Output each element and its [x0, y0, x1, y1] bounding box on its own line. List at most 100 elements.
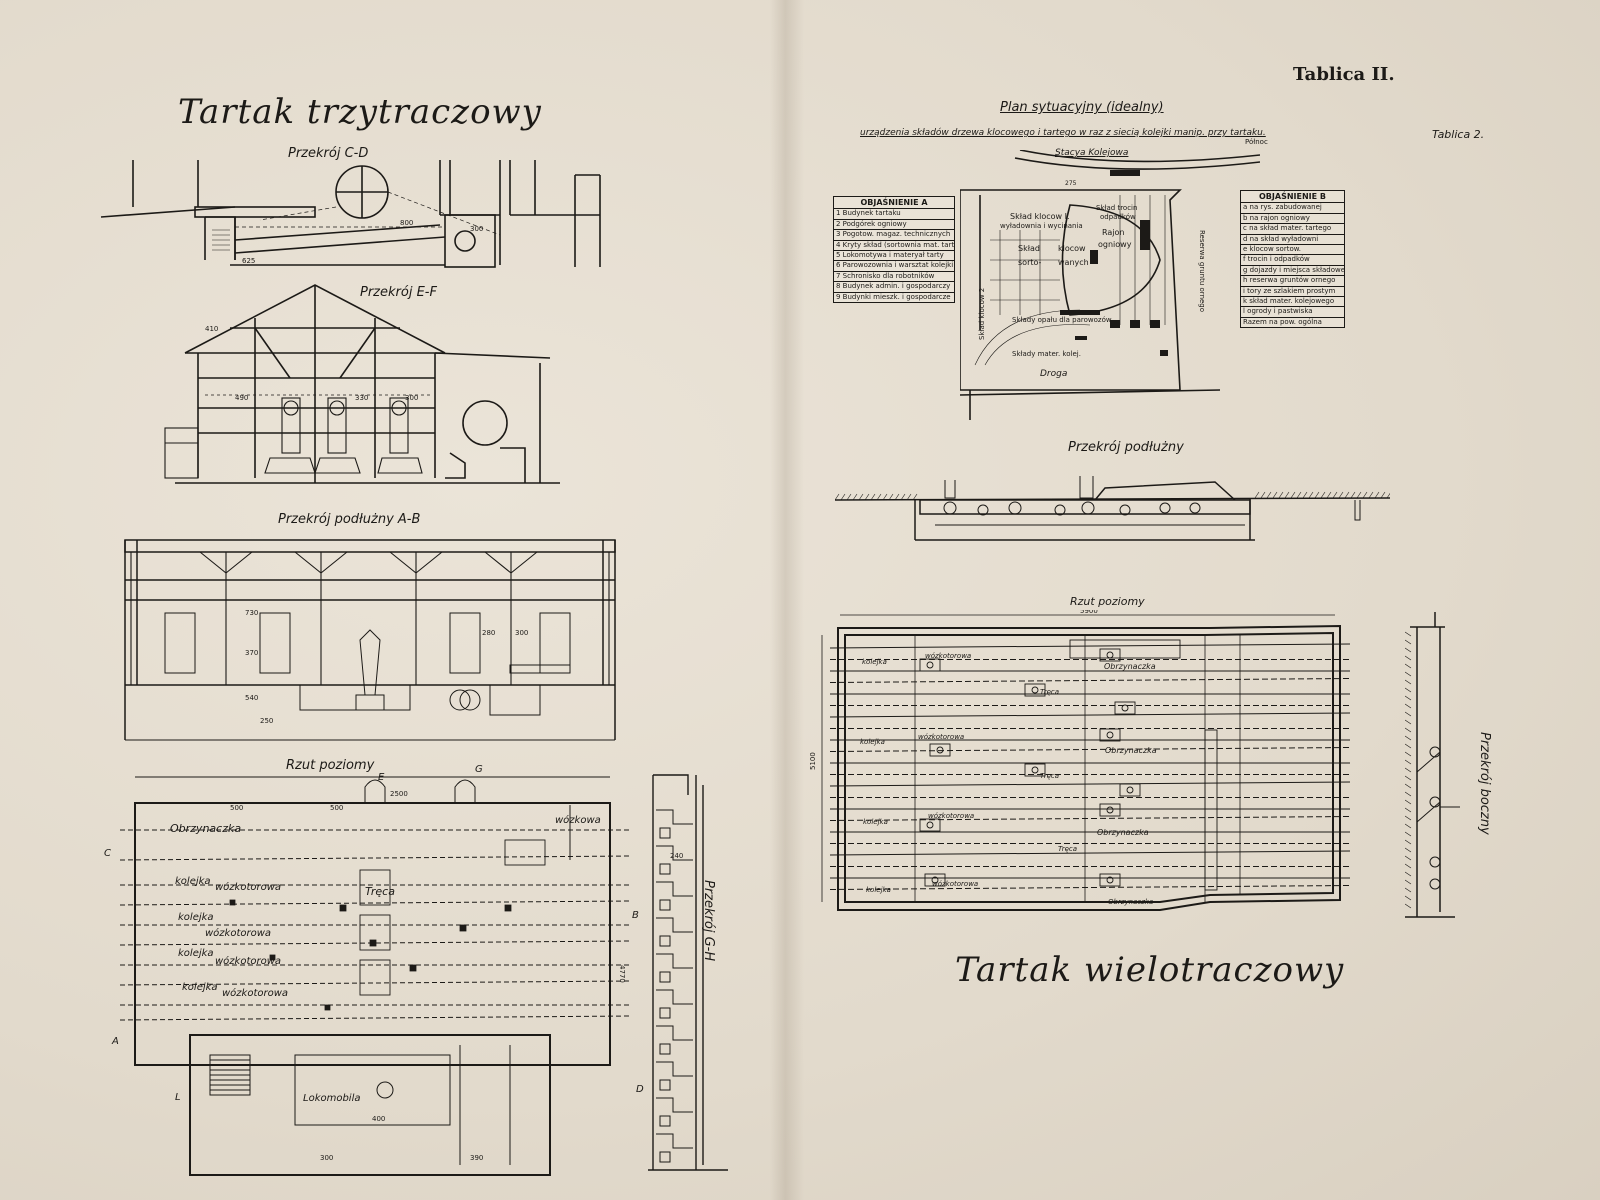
legend-a-item: 5 Lokomotywa i materyał tarty [834, 251, 954, 262]
section-gh-drawing: 240 [648, 774, 728, 1171]
section-cd-title: Przekrój C-D [288, 146, 369, 161]
plan-left-drawing: 400 300 390 4770 [119, 776, 631, 1176]
svg-text:240: 240 [670, 852, 683, 860]
svg-text:625: 625 [242, 257, 255, 265]
plan-right-obrzynaczka-2: Obrzynaczka [1105, 746, 1157, 755]
sit-sklad-klocow-2: Skład klocow 2 [978, 287, 986, 340]
section-longitudinal-drawing [835, 476, 1390, 541]
dim-2500: 2500 [390, 790, 408, 798]
sit-opal: Składy opału dla parowozów [1012, 316, 1112, 324]
legend-b-item: a na rys. zabudowanej [1241, 203, 1344, 214]
plan-left-letter-l: L [175, 1092, 181, 1103]
sit-sklad-sort-2: klocow [1058, 244, 1086, 253]
dim-500b: 500 [330, 804, 344, 812]
section-cd-drawing: 625 800 300 [100, 160, 601, 268]
plan-left-letter-d: D [636, 1084, 644, 1095]
legend-b-item: l ogrody i pastwiska [1241, 307, 1344, 318]
sit-wyladownia: wyładownia i wycinania [1000, 222, 1083, 230]
situation-plan-drawing: 275 [960, 150, 1260, 420]
sit-ogniowy: ogniowy [1098, 240, 1132, 249]
svg-text:4770: 4770 [618, 965, 626, 983]
legend-a-item: 6 Parowozownia i warsztat kolejki [834, 261, 954, 272]
plan-left-traca: Tręca [365, 885, 395, 898]
section-ef-title: Przekrój E-F [360, 285, 437, 300]
svg-text:730: 730 [245, 609, 258, 617]
svg-text:370: 370 [245, 649, 258, 657]
legend-a-header: OBJAŚNIENIE A [834, 197, 954, 210]
plan-left-wozkowa-1: wózkotorowa [215, 882, 282, 893]
legend-b-item: d na skład wyładowni [1241, 235, 1344, 246]
plan-right-kolejka-1: kolejka [862, 658, 887, 666]
plan-left-kolejka-1: kolejka [175, 876, 211, 887]
plan-left-obrzynaczka: Obrzynaczka [170, 822, 242, 835]
svg-text:5900: 5900 [1080, 610, 1098, 615]
left-title: Tartak trzytraczowy [178, 92, 542, 132]
legend-b-item: h reserwa gruntów ornego [1241, 276, 1344, 287]
plan-left-letter-g: G [475, 764, 483, 775]
situation-subtitle: urządzenia składów drzewa klocowego i ta… [860, 128, 1266, 138]
section-longitudinal-title: Przekrój podłużny [1068, 440, 1184, 455]
plan-right-wozkowa-2: wózkotorowa [918, 733, 965, 741]
plate-number: Tablica II. [1293, 64, 1395, 85]
plan-left-wozkowa: wózkowa [555, 815, 601, 826]
sit-sorto: sorto- [1018, 258, 1042, 267]
plan-right-traca-1: Tręca [1040, 688, 1060, 696]
plan-left-lokomobila: Lokomobila [303, 1093, 361, 1104]
plan-left-letter-b: B [632, 910, 639, 921]
svg-text:5100: 5100 [810, 752, 817, 770]
plan-right-obrzynaczka-3: Obrzynaczka [1097, 828, 1149, 837]
legend-b-item: f trocin i odpadków [1241, 255, 1344, 266]
sit-rajon: Rajon [1102, 228, 1125, 237]
plan-right-traca-3: Tręca [1058, 845, 1078, 853]
station-label: Stacya Kolejowa [1055, 148, 1129, 158]
legend-b-item: i tory ze szlakiem prostym [1241, 287, 1344, 298]
plan-right-wozkowa-3: wózkotorowa [928, 812, 975, 820]
situation-title: Plan sytuacyjny (idealny) [1000, 100, 1164, 115]
legend-a-item: 1 Budynek tartaku [834, 209, 954, 220]
legend-a-item: 8 Budynek admin. i gospodarczy [834, 282, 954, 293]
plan-right-wozkowa-4: wózkotorowa [932, 880, 979, 888]
plan-left-wozkowa-3: wózkotorowa [215, 956, 282, 967]
plate-number-small: Tablica 2. [1432, 128, 1485, 141]
legend-b-item: c na skład mater. tartego [1241, 224, 1344, 235]
svg-text:390: 390 [470, 1154, 483, 1162]
sit-mater: Składy mater. kolej. [1012, 350, 1081, 358]
svg-text:275: 275 [1065, 180, 1077, 187]
plan-left-letter-c: C [104, 848, 111, 859]
legend-a-item: 9 Budynki mieszk. i gospodarcze [836, 292, 951, 301]
sit-reserwa: Reserwa gruntu ornego [1198, 230, 1206, 313]
section-ab-title: Przekrój podłużny A-B [278, 512, 421, 527]
legend-b-header: OBJAŚNIENIE B [1241, 191, 1344, 204]
plan-right-traca-2: Tręca [1040, 772, 1060, 780]
north-label: Północ [1245, 138, 1268, 146]
legend-a: OBJAŚNIENIE A 1 Budynek tartaku 2 Podgór… [833, 196, 955, 304]
svg-text:410: 410 [205, 325, 218, 333]
sit-trocin: Skład trocin [1096, 204, 1138, 212]
plan-right-kolejka-2: kolejka [860, 738, 885, 746]
svg-text:300: 300 [320, 1154, 333, 1162]
legend-b-item: b na rajon ogniowy [1241, 214, 1344, 225]
plan-left-kolejka-2: kolejka [178, 912, 214, 923]
plan-right-kolejka-4: kolejka [866, 886, 891, 894]
svg-text:300: 300 [470, 225, 483, 233]
legend-a-item: 2 Podgórek ogniowy [834, 220, 954, 231]
plan-right-wozkowa-1: wózkotorowa [925, 652, 972, 660]
legend-b-item: k skład mater. kolejowego [1241, 297, 1344, 308]
plan-left-kolejka-4: kolejka [182, 982, 218, 993]
svg-text:280: 280 [482, 629, 495, 637]
right-title: Tartak wielotraczowy [955, 950, 1345, 990]
plan-left-letter-e: E [378, 772, 385, 783]
svg-text:540: 540 [245, 694, 258, 702]
svg-text:490: 490 [235, 394, 248, 402]
legend-a-item: 4 Kryty skład (sortownia mat. tarty) [834, 241, 954, 252]
plan-left-wozkowa-2: wózkotorowa [205, 928, 272, 939]
sit-droga: Droga [1040, 369, 1068, 379]
plan-left-title: Rzut poziomy [286, 758, 375, 773]
legend-b: OBJAŚNIENIE B a na rys. zabudowanej b na… [1240, 190, 1345, 329]
svg-text:330: 330 [355, 394, 368, 402]
sit-wanych: wanych [1058, 258, 1089, 267]
section-side-title: Przekrój boczny [1477, 732, 1492, 835]
plan-right-kolejka-3: kolejka [863, 818, 888, 826]
plan-right-obrzynaczka-4: Obrzynaczka [1108, 898, 1154, 906]
